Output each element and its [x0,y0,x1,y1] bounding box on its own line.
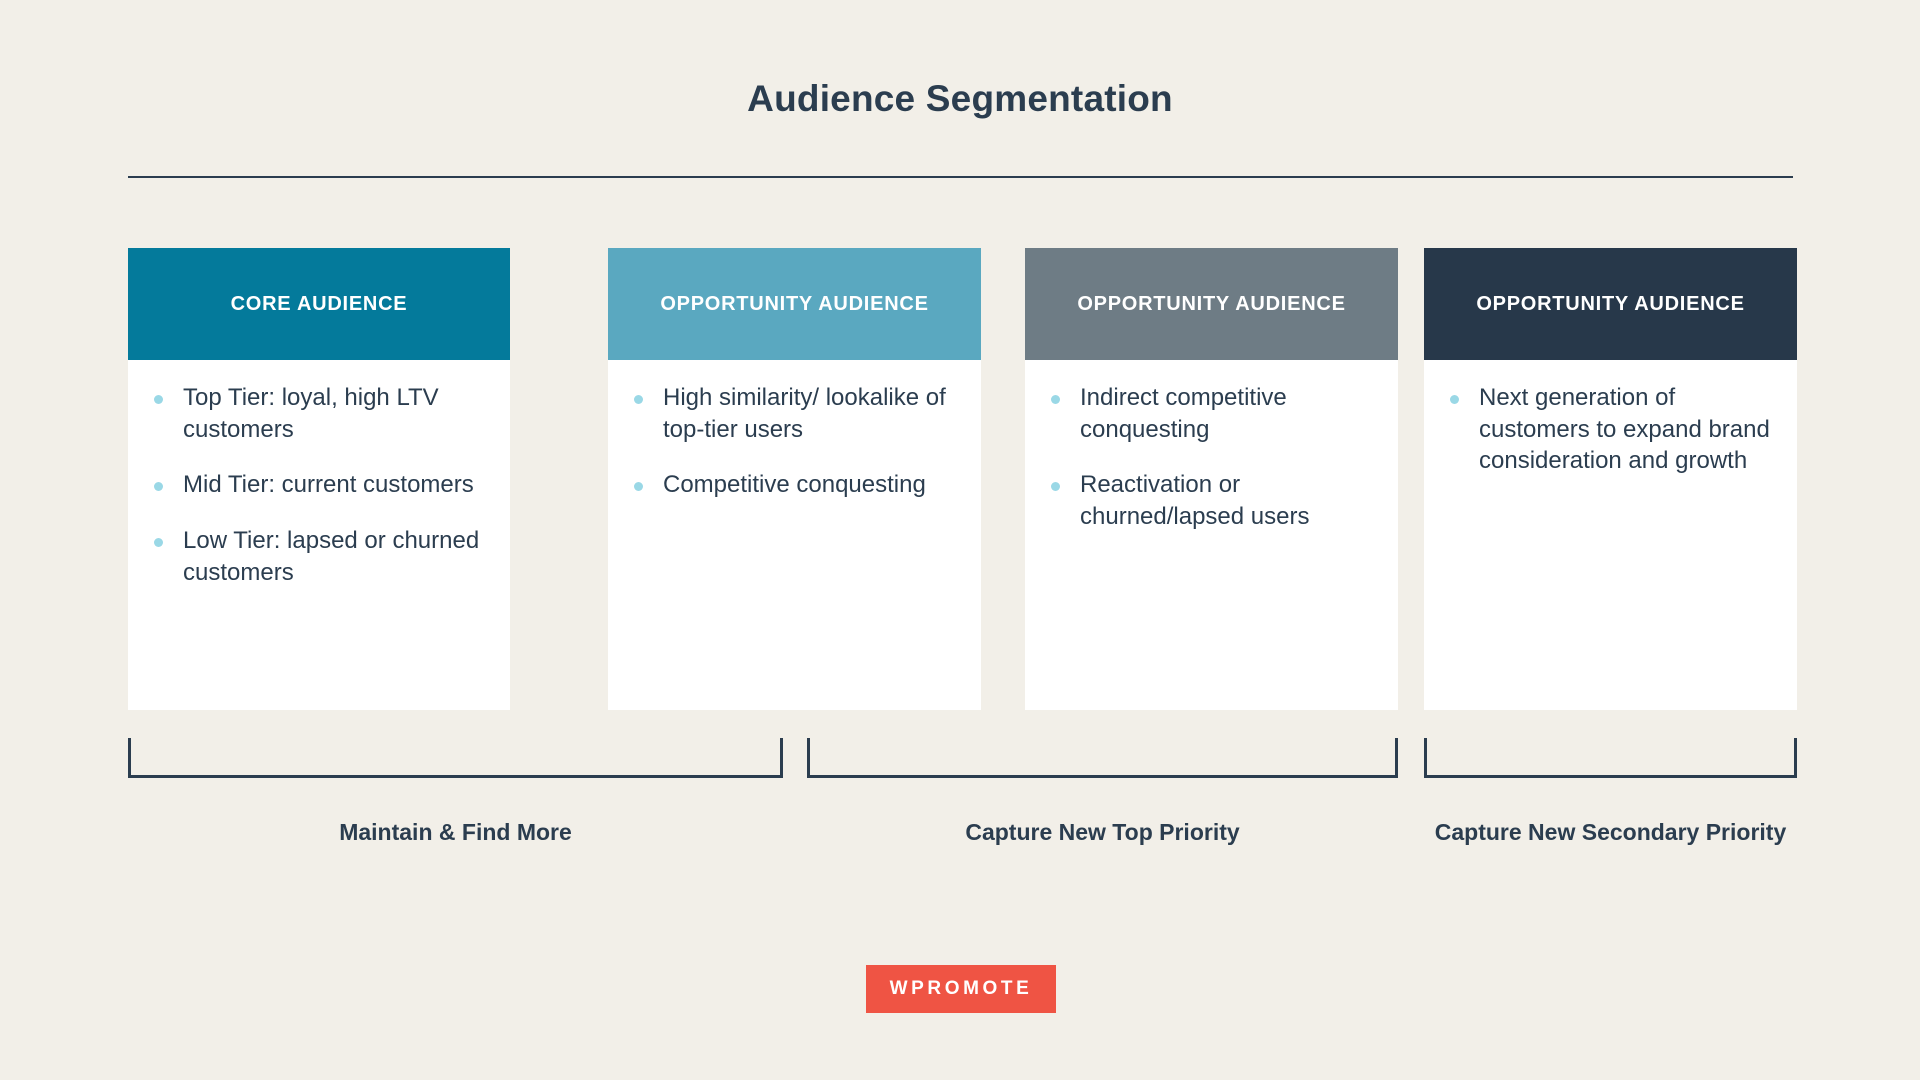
bullet-dot-icon [154,395,163,404]
list-item: Mid Tier: current customers [154,469,484,501]
audience-card-opportunity-2[interactable]: OPPORTUNITY AUDIENCE Indirect competitiv… [1025,248,1398,710]
bullet-dot-icon [634,482,643,492]
list-item-label: Top Tier: loyal, high LTV customers [183,384,439,443]
card-header-opportunity-1: OPPORTUNITY AUDIENCE [608,248,981,360]
audience-card-opportunity-3[interactable]: OPPORTUNITY AUDIENCE Next generation of … [1424,248,1797,710]
list-item-label: Competitive conquesting [663,471,926,499]
card-header-label: OPPORTUNITY AUDIENCE [660,293,929,315]
grouping-bracket-maintain [128,738,783,778]
grouping-bracket-top-priority [807,738,1398,778]
card-header-opportunity-2: OPPORTUNITY AUDIENCE [1025,248,1398,360]
grouping-caption-secondary-priority: Capture New Secondary Priority [1434,819,1787,845]
card-body-opportunity-2: Indirect competitive conquesting Reactiv… [1025,360,1398,533]
list-item: Next generation of customers to expand b… [1450,382,1771,477]
bullet-dot-icon [1051,395,1060,404]
list-item: Low Tier: lapsed or churned customers [154,525,484,588]
bullet-dot-icon [634,395,643,404]
card-header-label: CORE AUDIENCE [230,293,408,315]
card-header-label: OPPORTUNITY AUDIENCE [1077,293,1346,315]
title-divider [128,176,1793,178]
list-item-label: Low Tier: lapsed or churned customers [183,527,480,586]
list-item: Indirect competitive conquesting [1051,382,1372,445]
list-item: Competitive conquesting [634,469,955,501]
card-body-core: Top Tier: loyal, high LTV customers Mid … [128,360,510,588]
bullet-dot-icon [1450,395,1459,404]
wpromote-logo-text: WPROMOTE [889,978,1033,999]
grouping-brackets [128,738,1797,798]
list-item: Reactivation or churned/lapsed users [1051,469,1372,532]
list-item-label: Mid Tier: current customers [183,471,474,499]
list-item-label: Next generation of customers to expand b… [1479,384,1770,475]
card-header-label: OPPORTUNITY AUDIENCE [1476,293,1745,315]
card-header-opportunity-3: OPPORTUNITY AUDIENCE [1424,248,1797,360]
list-item-label: Indirect competitive conquesting [1080,384,1287,443]
card-body-opportunity-3: Next generation of customers to expand b… [1424,360,1797,477]
card-header-core: CORE AUDIENCE [128,248,510,360]
card-body-opportunity-1: High similarity/ lookalike of top-tier u… [608,360,981,501]
grouping-caption-maintain: Maintain & Find More [339,819,572,845]
list-item: High similarity/ lookalike of top-tier u… [634,382,955,445]
grouping-caption-top-priority: Capture New Top Priority [965,819,1240,845]
bullet-dot-icon [154,482,163,492]
list-item-label: Reactivation or churned/lapsed users [1080,471,1310,531]
list-item-label: High similarity/ lookalike of top-tier u… [663,384,946,443]
bullet-dot-icon [154,538,163,548]
audience-card-group: CORE AUDIENCE Top Tier: loyal, high LTV … [128,248,1797,710]
wpromote-logo: WPROMOTE [866,965,1056,1013]
page-title: Audience Segmentation [747,78,1173,119]
grouping-bracket-secondary-priority [1424,738,1797,778]
bullet-dot-icon [1051,482,1060,492]
list-item: Top Tier: loyal, high LTV customers [154,382,484,445]
audience-card-core[interactable]: CORE AUDIENCE Top Tier: loyal, high LTV … [128,248,510,710]
audience-card-opportunity-1[interactable]: OPPORTUNITY AUDIENCE High similarity/ lo… [608,248,981,710]
